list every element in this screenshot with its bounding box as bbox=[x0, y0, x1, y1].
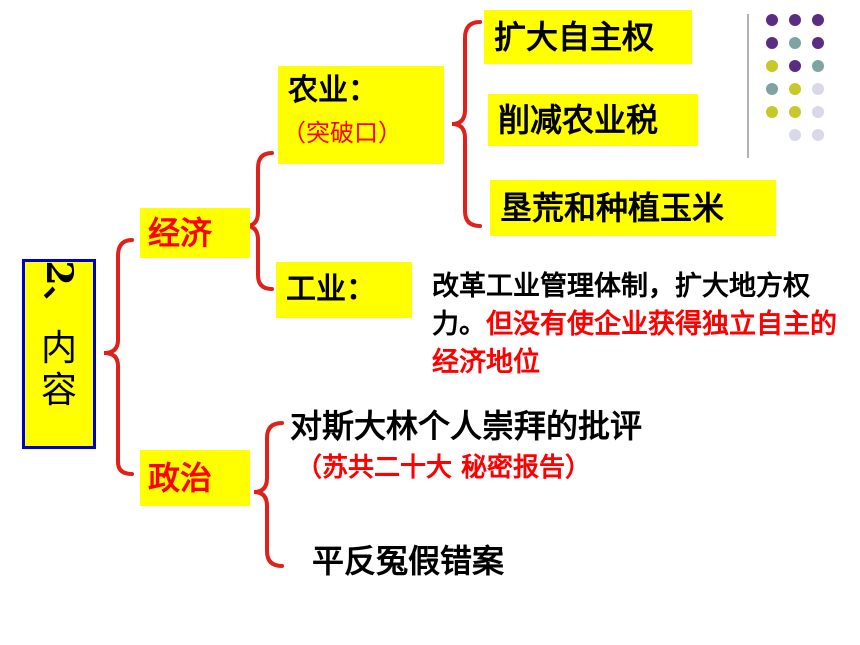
politics-item-stalin-criticism: 对斯大林个人崇拜的批评 bbox=[290, 407, 643, 445]
economy-label: 经济 bbox=[140, 208, 250, 258]
agriculture-box: 农业： （突破口） bbox=[278, 66, 444, 164]
industry-desc-red: 但没有使企业获得独立自主的经济地位 bbox=[432, 309, 837, 378]
politics-label: 政治 bbox=[140, 450, 250, 506]
agriculture-bracket bbox=[451, 20, 482, 228]
root-line-3: 容 bbox=[40, 370, 77, 411]
agri-item-autonomy: 扩大自主权 bbox=[484, 10, 692, 64]
agri-item-tax-cut: 削减农业税 bbox=[488, 94, 698, 146]
agriculture-label: 农业： bbox=[288, 73, 378, 108]
root-line-2: 内 bbox=[40, 328, 77, 369]
agriculture-note: （突破口） bbox=[282, 119, 402, 147]
agri-item-corn: 垦荒和种植玉米 bbox=[490, 180, 776, 236]
industry-label: 工业： bbox=[276, 262, 412, 318]
politics-bracket bbox=[253, 421, 284, 568]
decor-dots bbox=[766, 14, 824, 141]
root-box: 2、 内 容 bbox=[22, 259, 96, 449]
main-bracket bbox=[103, 238, 134, 476]
industry-desc: 改革工业管理体制，扩大地方权力。但没有使企业获得独立自主的经济地位 bbox=[432, 268, 840, 382]
politics-item-rehabilitation: 平反冤假错案 bbox=[312, 542, 505, 580]
industry-desc-black: 改革工业管理体制，扩大地方权力。 bbox=[432, 271, 810, 340]
politics-item-secret-report: （苏共二十大 秘密报告） bbox=[296, 453, 592, 483]
